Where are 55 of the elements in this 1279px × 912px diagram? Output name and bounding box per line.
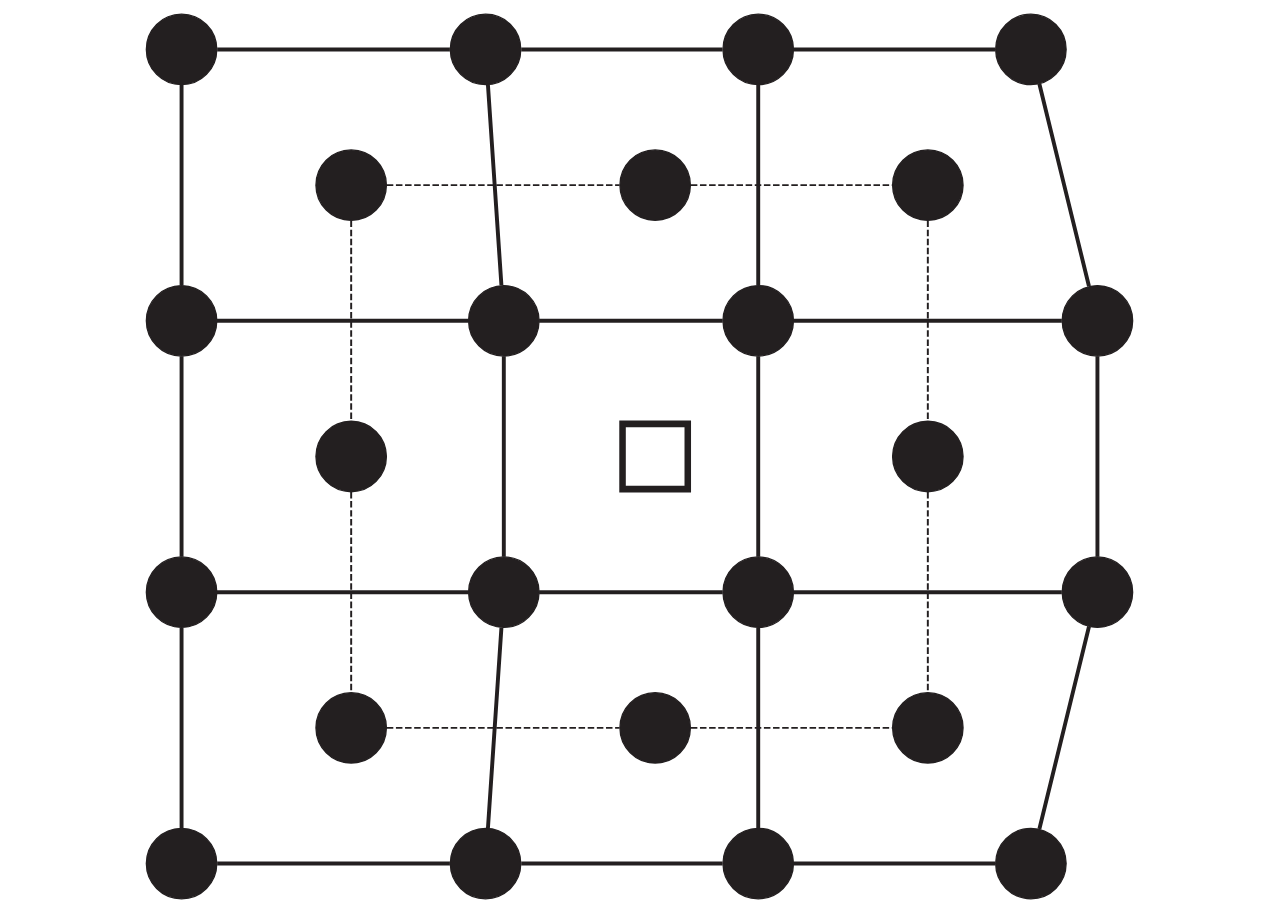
connector	[1037, 625, 1091, 829]
node-circle	[619, 691, 692, 764]
node-circle	[891, 691, 964, 764]
connector	[926, 490, 929, 693]
node-circle	[145, 827, 218, 899]
node-circle	[467, 284, 540, 357]
connector	[793, 318, 1062, 323]
node-box	[619, 420, 692, 492]
connector	[179, 84, 184, 285]
node-circle	[722, 555, 795, 628]
node-circle	[891, 420, 964, 492]
connector	[756, 84, 761, 285]
node-circle	[891, 148, 964, 221]
connector	[793, 589, 1062, 594]
node-circle	[145, 13, 218, 85]
connector	[521, 47, 723, 51]
connector	[793, 47, 996, 51]
node-circle	[722, 13, 795, 85]
connector	[486, 84, 504, 285]
connector	[350, 490, 353, 693]
node-circle	[722, 827, 795, 899]
node-circle	[449, 827, 522, 899]
connector	[926, 219, 929, 422]
node-circle	[619, 148, 692, 221]
connector	[1095, 355, 1100, 557]
connector	[793, 861, 996, 865]
node-circle	[995, 827, 1067, 899]
connector	[539, 589, 723, 594]
connector	[385, 726, 621, 729]
node-circle	[145, 555, 218, 628]
connector	[216, 318, 469, 323]
node-circle	[722, 284, 795, 357]
node-circle	[315, 420, 388, 492]
connector	[216, 589, 469, 594]
node-circle	[145, 284, 218, 357]
connector	[756, 627, 761, 828]
connector	[501, 355, 506, 557]
connector	[217, 47, 450, 51]
node-circle	[315, 691, 388, 764]
connector	[539, 318, 723, 323]
connector	[179, 627, 184, 828]
connector	[179, 355, 184, 557]
node-circle	[467, 555, 540, 628]
node-circle	[1061, 555, 1134, 628]
connector	[756, 355, 761, 557]
connector	[350, 219, 353, 422]
node-circle	[995, 13, 1067, 85]
node-circle	[449, 13, 522, 85]
node-circle	[315, 148, 388, 221]
connector	[1037, 82, 1091, 287]
connector	[521, 861, 723, 865]
connector	[486, 627, 504, 828]
connector	[217, 861, 450, 865]
node-circle	[1061, 284, 1134, 357]
connector	[385, 183, 621, 186]
